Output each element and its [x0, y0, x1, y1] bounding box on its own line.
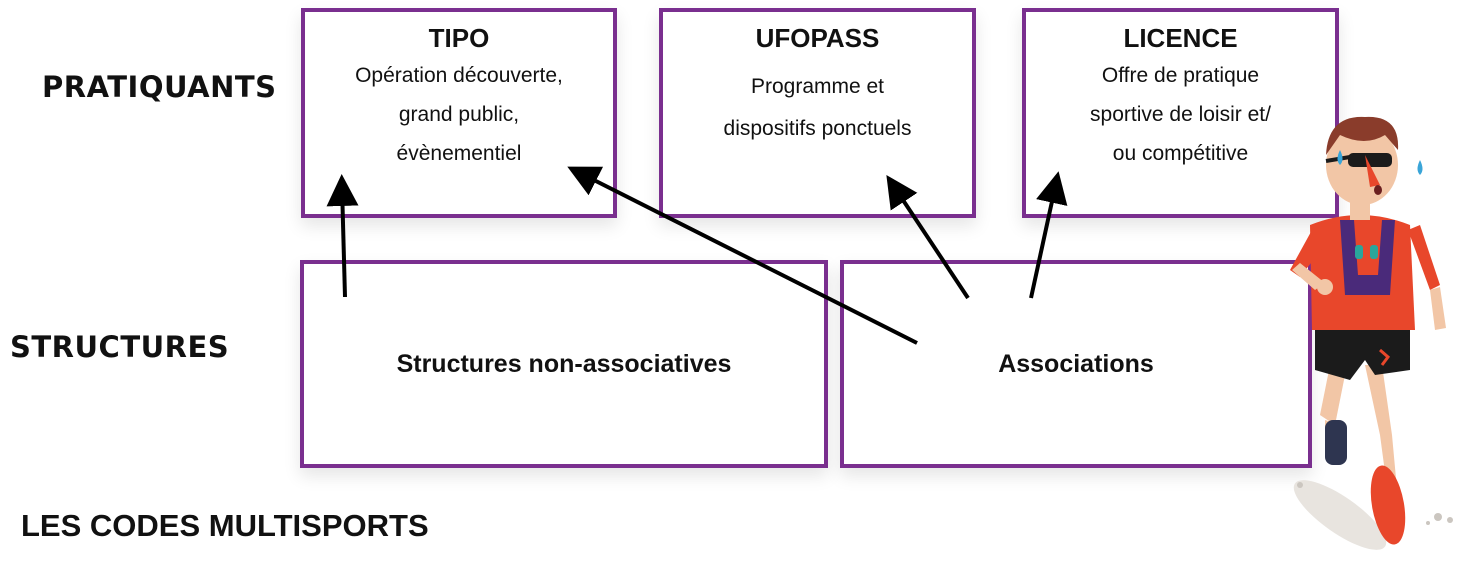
offer-description-line: sportive de loisir et/: [1090, 103, 1271, 126]
offer-box-ufopass: UFOPASS Programme et dispositifs ponctue…: [659, 8, 976, 218]
structure-label-non-associatives: Structures non-associatives: [396, 349, 732, 378]
footer-title: LES CODES MULTISPORTS: [21, 508, 429, 543]
runner-illustration: [1290, 116, 1453, 550]
offer-description-line: Opération découverte,: [355, 64, 563, 87]
offer-title-licence: LICENCE: [1123, 23, 1238, 53]
offer-description-ufopass: Programme et dispositifs ponctuels: [688, 66, 948, 150]
row-label-structures: STRUCTURES: [10, 330, 230, 364]
offer-title-tipo: TIPO: [428, 23, 490, 53]
offer-title-ufopass: UFOPASS: [755, 23, 880, 53]
offer-description-line: dispositifs ponctuels: [723, 117, 912, 140]
structure-label-associations: Associations: [998, 349, 1154, 378]
offer-description-licence: Offre de pratique sportive de loisir et/…: [1056, 56, 1306, 173]
offer-description-tipo: Opération découverte, grand public, évèn…: [324, 56, 594, 173]
offer-description-line: ou compétitive: [1112, 142, 1249, 165]
structure-box-non-associatives: Structures non-associatives: [300, 260, 828, 468]
structure-box-associations: Associations: [840, 260, 1312, 468]
offer-description-line: Offre de pratique: [1101, 64, 1260, 87]
offer-description-line: grand public,: [398, 103, 520, 126]
offer-box-licence: LICENCE Offre de pratique sportive de lo…: [1022, 8, 1339, 218]
offer-description-line: Programme et: [750, 75, 885, 98]
row-label-pratiquants: PRATIQUANTS: [42, 70, 277, 104]
offer-box-tipo: TIPO Opération découverte, grand public,…: [301, 8, 617, 218]
offer-description-line: évènementiel: [396, 142, 522, 165]
